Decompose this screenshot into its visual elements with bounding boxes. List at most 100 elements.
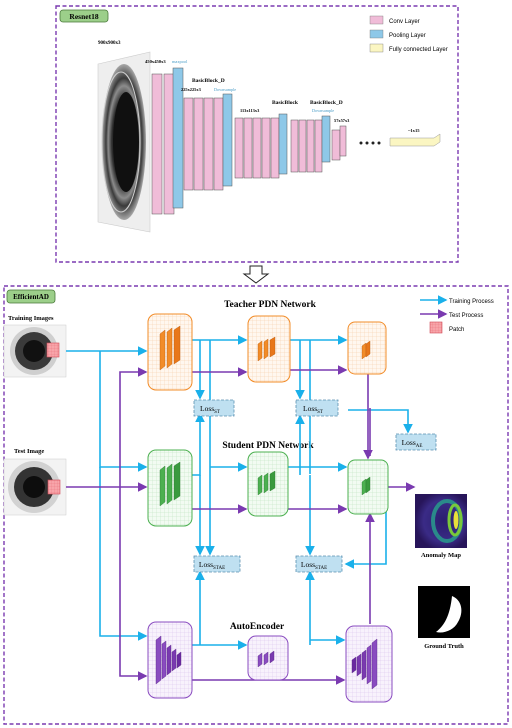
loss-ae-main: Loss: [402, 438, 416, 447]
resnet-legend: Conv Layer Pooling Layer Fully connected…: [369, 15, 448, 53]
conv-layer: [314, 119, 323, 173]
dim-label-2: 225x225x3: [181, 87, 202, 92]
anomaly-map-image: [415, 494, 467, 548]
conv-layer: [193, 97, 204, 191]
efficientad-tag: [6, 289, 56, 304]
conv-layer: [252, 117, 262, 179]
svg-text:LossSTAE: LossSTAE: [199, 560, 225, 571]
conv-layer: [203, 97, 214, 191]
resnet-panel-border: [55, 5, 459, 263]
input-dim-label: 900x900x3: [98, 41, 121, 46]
conv-layer: [339, 125, 347, 157]
ground-truth-image: [418, 586, 470, 638]
efficientad-legend: Training Process Test Process Patch: [420, 295, 494, 334]
autoencoder-decoder: [345, 625, 393, 703]
legend-swatch-pool: [369, 29, 384, 39]
resnet-panel: Resnet18 900x900x3 450x450x3 maxpool Bas…: [55, 5, 459, 263]
op-downsample-2: Downsample: [312, 108, 334, 113]
patch-marker: [47, 479, 61, 495]
loss-ae-sub: AE: [416, 444, 423, 449]
pool-layer: [222, 93, 233, 187]
loss-stae-main: Loss: [199, 560, 213, 569]
legend-patch: Patch: [449, 327, 464, 333]
patch-marker: [46, 342, 60, 358]
legend-swatch-fc: [369, 43, 384, 53]
fc-dim-label: ~1x15: [408, 128, 420, 133]
conv-layer: [151, 73, 163, 215]
conv-layer: [213, 97, 224, 191]
fc-layer: [389, 133, 441, 147]
student-title: Student PDN Network: [222, 441, 314, 451]
pool-layer: [172, 67, 184, 209]
loss-st-main: Loss: [200, 404, 214, 413]
conv-layer: [261, 117, 271, 179]
block-label-2: BasicBlock: [272, 100, 299, 106]
ground-truth-label: Ground Truth: [424, 643, 464, 650]
svg-text:LossST: LossST: [200, 404, 220, 415]
legend-patch-swatch: [429, 321, 443, 334]
legend-test: Test Process: [449, 313, 483, 319]
legend-fc: Fully connected Layer: [389, 47, 448, 53]
legend-pool: Pooling Layer: [389, 33, 426, 39]
block-label-1: BasicBlock_D: [192, 78, 225, 84]
student-block-2: [247, 451, 289, 517]
student-block-3: [347, 459, 389, 515]
anomaly-map-label: Anomaly Map: [421, 552, 461, 559]
loss-st-box: LossST: [193, 399, 235, 417]
loss-st-sub: ST: [214, 410, 220, 415]
teacher-title: Teacher PDN Network: [224, 300, 317, 310]
teacher-block-3: [347, 321, 387, 375]
conv-layer: [270, 117, 280, 179]
block-label-3: BasicBlock_D: [310, 100, 343, 106]
test-image-label: Test Image: [14, 448, 44, 455]
legend-training: Training Process: [449, 299, 494, 305]
legend-conv: Conv Layer: [389, 19, 420, 25]
ellipsis-dots: [359, 141, 381, 145]
conv-layer: [306, 119, 315, 173]
conv-layer: [290, 119, 299, 173]
training-image: [3, 324, 67, 378]
conv-layer: [163, 73, 175, 215]
input-image: [97, 51, 151, 233]
conv-layer: [234, 117, 244, 179]
efficientad-panel: EfficientAD Training Process Test Proces…: [3, 285, 509, 725]
loss-stae-sub: STAE: [213, 566, 225, 571]
loss-st-box-2: LossST: [295, 399, 339, 417]
loss-st2-main: Loss: [303, 404, 317, 413]
conv-layer: [183, 97, 194, 191]
teacher-block-1: [147, 313, 193, 391]
test-image: [3, 458, 67, 516]
svg-text:LossSTAE: LossSTAE: [301, 560, 327, 571]
dim-label-3: 113x113x3: [240, 108, 260, 113]
pool-layer: [278, 113, 288, 175]
conv-layer: [298, 119, 307, 173]
training-arrows: [66, 335, 413, 650]
svg-text:LossST: LossST: [303, 404, 323, 415]
op-maxpool: maxpool: [172, 59, 188, 64]
resnet-title: Resnet18: [69, 12, 98, 21]
loss-stae2-main: Loss: [301, 560, 315, 569]
autoencoder-encoder: [147, 621, 193, 699]
conv-layer: [331, 129, 341, 161]
flow-down-arrow-icon: [242, 265, 270, 284]
dim-label-4: 57x57x3: [334, 118, 350, 123]
conv-layer: [243, 117, 253, 179]
loss-stae-box-2: LossSTAE: [295, 555, 343, 573]
autoencoder-bottleneck: [247, 635, 289, 681]
pool-layer: [321, 115, 331, 163]
loss-stae2-sub: STAE: [315, 566, 327, 571]
training-images-label: Training Images: [8, 315, 54, 322]
loss-ae-box: LossAE: [395, 433, 437, 451]
loss-st2-sub: ST: [317, 410, 323, 415]
student-block-1: [147, 449, 193, 527]
legend-swatch-conv: [369, 15, 384, 25]
dim-label-1: 450x450x3: [145, 59, 166, 64]
teacher-block-2: [247, 315, 291, 383]
resnet-tag: [59, 9, 109, 23]
op-downsample-1: Downsample: [214, 87, 236, 92]
loss-stae-box: LossSTAE: [193, 555, 241, 573]
efficientad-title: EfficientAD: [13, 293, 49, 301]
autoencoder-title: AutoEncoder: [230, 622, 285, 632]
svg-text:LossAE: LossAE: [402, 438, 423, 449]
